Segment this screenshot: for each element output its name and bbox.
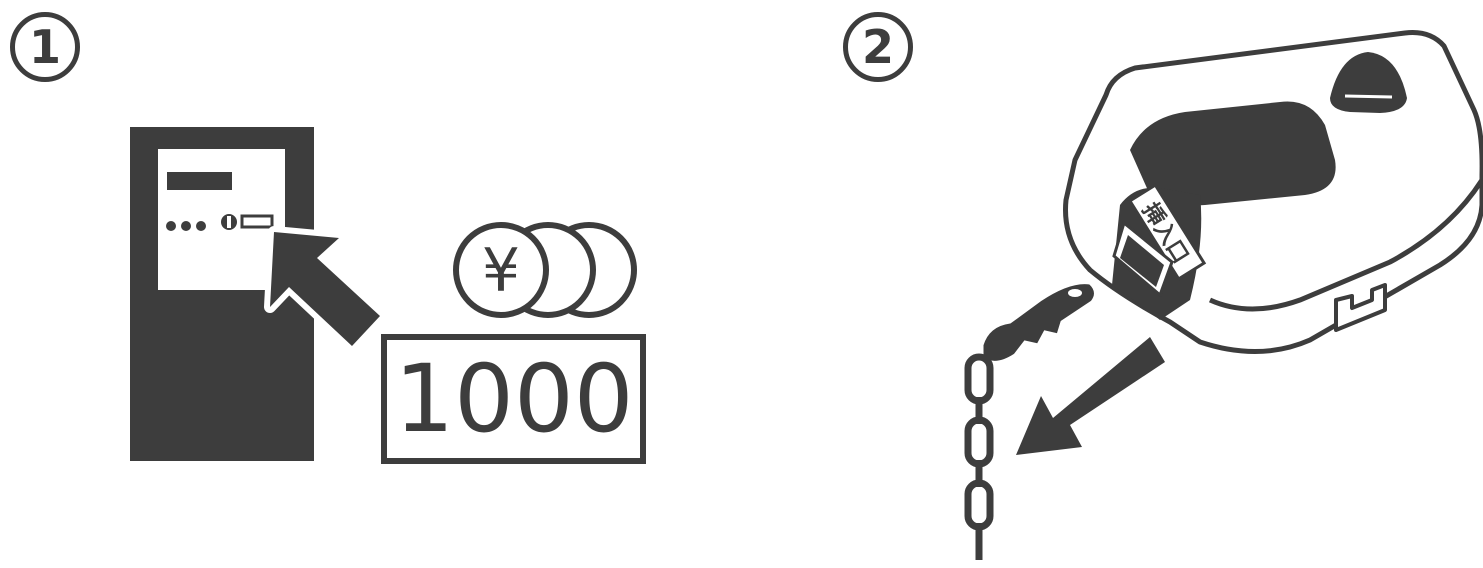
yen-coins-icon: ¥	[453, 222, 637, 318]
coin-box-icon: 挿入口	[1063, 30, 1483, 355]
ticket-icon: 1000	[381, 334, 646, 464]
yen-symbol: ¥	[482, 236, 520, 306]
insert-arrow-icon	[264, 226, 386, 352]
remove-arrow-icon	[1016, 337, 1165, 455]
key-with-chain-icon	[964, 281, 1097, 560]
step-2-badge: 2	[843, 12, 913, 82]
step-1-badge: 1	[10, 12, 80, 82]
amount-label: 1000	[394, 345, 633, 454]
